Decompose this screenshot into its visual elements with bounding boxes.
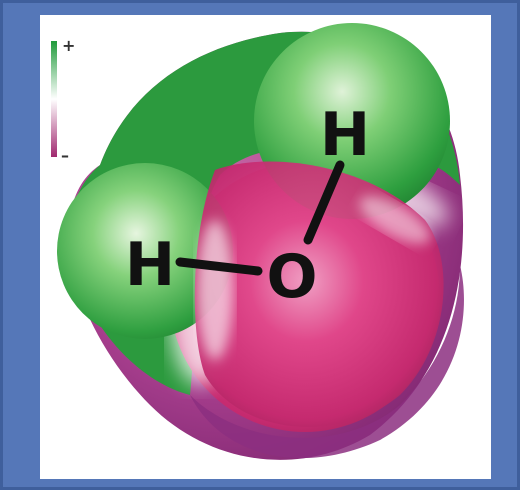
bond-o-h-top xyxy=(303,160,345,245)
legend-plus-label: + xyxy=(62,36,75,55)
transition-glow-left xyxy=(197,220,233,360)
polarity-legend: + – xyxy=(51,36,75,165)
hydrogen-left-label: H xyxy=(125,230,175,300)
hydrogen-left-sphere xyxy=(57,163,233,339)
polarity-legend-bar xyxy=(51,41,57,157)
legend-minus-label: – xyxy=(61,146,69,165)
oxygen-label: O xyxy=(266,242,317,312)
transition-glow-top xyxy=(359,196,431,244)
image-panel: + – xyxy=(40,15,491,479)
negative-rim xyxy=(190,265,464,459)
hydrogen-top-label: H xyxy=(320,100,370,170)
water-molecule-diagram: + – xyxy=(51,23,464,460)
covalent-bonds xyxy=(175,160,345,276)
atom-labels: H H O xyxy=(125,100,370,312)
bond-o-h-left xyxy=(175,257,263,276)
molecule-body xyxy=(57,23,464,460)
